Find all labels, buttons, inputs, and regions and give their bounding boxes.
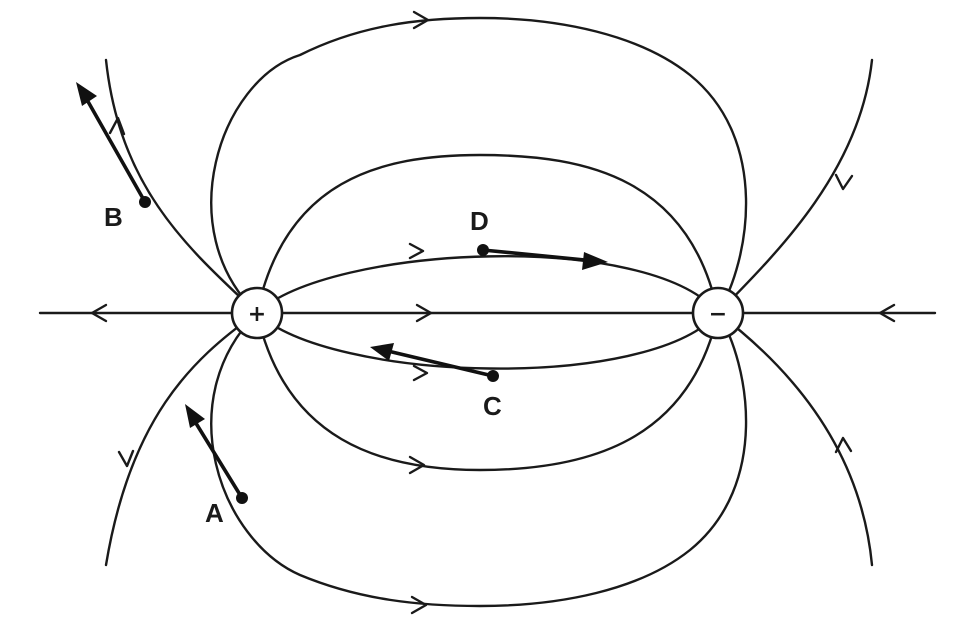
axis-field-line [38,303,937,323]
positive-charge: + [230,286,284,340]
field-line-right-upper [716,58,874,315]
vector-a [185,404,244,500]
point-label-d: D [470,206,489,236]
field-line-upper-middle [255,153,720,315]
field-line-lower-outer [210,311,748,615]
point-label-b: B [104,202,123,232]
vector-d [481,248,608,270]
negative-charge-sign: − [709,302,727,327]
field-line-upper-outer [210,10,748,315]
field-line-right-lower [716,311,874,567]
point-d-dot [477,244,489,256]
point-c-dot [487,370,499,382]
vector-c [370,343,495,378]
point-label-a: A [205,498,224,528]
point-b-dot [139,196,151,208]
field-line-left-lower [104,311,259,567]
negative-charge: − [691,286,745,340]
field-line-lower-middle [255,311,720,475]
vector-b [76,82,147,204]
field-line-lower-inner [255,311,720,382]
positive-charge-sign: + [248,302,266,327]
field-line-left-upper [104,58,259,315]
field-line-upper-inner [255,242,720,315]
point-a-dot [236,492,248,504]
point-label-c: C [483,391,502,421]
